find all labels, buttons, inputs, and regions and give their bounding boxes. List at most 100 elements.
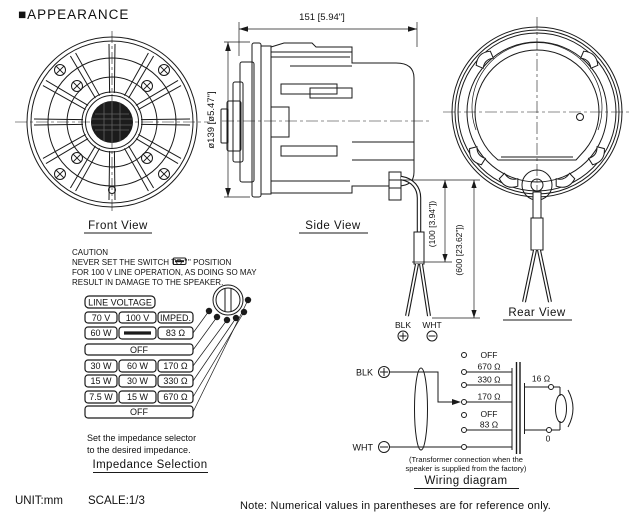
impedance-note-line2: to the desired impedance. [87,445,191,455]
caution-line1b: " POSITION [188,258,232,267]
front-bottom-hole [108,186,116,194]
rear-view-label: Rear View [508,307,566,319]
front-screw [54,64,66,76]
rear-lug [497,171,521,191]
cable-blk-label: BLK [395,320,411,330]
wiring-tap-terminals [461,352,467,450]
wiring-note-line1: (Transformer connection when the [409,455,523,464]
plus-polarity-icon [397,330,409,342]
cell-60w-2: 60 W [127,361,149,371]
tap-670: 670 Ω [478,362,501,372]
plus-terminal-icon [378,366,390,378]
wiring-wht-label: WHT [353,443,374,453]
front-view-drawing: Front View [15,31,210,234]
rear-cable-wire [532,191,542,219]
rear-small-hole [576,113,584,121]
caution-line1a: NEVER SET THE SWITCH TO " [72,258,187,267]
cable-dim-600: (600 [23.62"]) [454,224,464,275]
cell-70v: 70 V [92,313,111,323]
side-view-label: Side View [305,220,361,232]
tap-off-top: OFF [481,350,498,360]
wiring-input-lines [389,371,461,448]
front-screw [71,152,83,164]
tap-170: 170 Ω [478,392,501,402]
rear-cover-outline [474,49,600,161]
side-view-drawing: 151 [5.94"] ø139 [ø5.47"] Side View [206,12,430,234]
tap-off-bottom: OFF [481,409,498,419]
front-center-mesh [91,101,133,143]
transformer-symbol [511,362,560,454]
side-hub-back [270,106,290,138]
side-mount-plate [260,45,272,195]
speaker-symbol [555,387,574,430]
impedance-selection-title: Impedance Selection [92,459,207,471]
side-rib [309,87,353,99]
footer-note: Note: Numerical values in parentheses ar… [240,500,551,512]
tap-330: 330 Ω [478,375,501,385]
cell-15w-2: 15 W [127,392,149,402]
cell-off-bottom: OFF [130,407,148,417]
switch-position-icon [172,257,187,265]
cable-wht-label: WHT [422,320,441,330]
front-screw [71,80,83,92]
cell-7-5w: 7.5 W [89,392,113,402]
impedance-note-line1: Set the impedance selector [87,433,196,443]
front-screw [158,168,170,180]
front-view-label: Front View [88,220,148,232]
line-voltage-header: LINE VOLTAGE [88,298,152,308]
side-flange-plate [251,42,262,198]
cell-100v: 100 V [126,313,150,323]
selector-leader-lines [192,299,249,413]
rear-cable-sleeve [530,217,544,251]
rear-lug [553,171,577,191]
wiring-cable-ellipse [414,367,428,451]
front-screw [158,64,170,76]
line-voltage-header-cell [84,295,156,309]
wiring-blk-label: BLK [356,368,373,378]
cell-30w: 30 W [90,361,112,371]
caution-line2: FOR 100 V LINE OPERATION, AS DOING SO MA… [72,268,257,277]
side-cable-drawing: BLK WHT (100 [3.94"]) (600 [23.62"]) [388,171,480,342]
wiring-diagram: BLK WHT OFF 670 Ω 330 Ω 170 Ω [353,350,574,489]
side-hub-face [220,108,229,144]
front-grille-ring-inner [66,76,158,168]
cell-30w-2: 30 W [127,376,149,386]
cell-170ohm: 170 Ω [163,361,188,371]
cell-15w: 15 W [90,376,112,386]
cable-gland [388,171,402,201]
rear-lug [578,47,602,71]
cable-sleeve [413,231,425,265]
cell-60w: 60 W [90,328,112,338]
front-outer-rim [26,36,198,208]
side-horn-step [232,81,244,163]
front-screw [141,80,153,92]
caution-block: CAUTION NEVER SET THE SWITCH TO " " POSI… [72,248,257,287]
wiring-diagram-title: Wiring diagram [425,475,508,487]
caution-heading: CAUTION [72,248,108,257]
rear-view-drawing: Rear View [443,17,631,321]
rear-lug [472,47,496,71]
page-title: ■APPEARANCE [18,7,129,22]
minus-polarity-icon [426,330,438,342]
cable-dim-100: (100 [3.94"]) [427,201,437,248]
cell-670ohm: 670 Ω [163,392,188,402]
side-hub [226,100,242,152]
cell-83ohm: 83 Ω [166,328,186,338]
tap-83: 83 Ω [480,420,498,430]
side-slot [280,145,338,157]
side-diameter-dimension: ø139 [ø5.47"] [206,91,217,148]
front-screw [141,152,153,164]
front-screw [54,168,66,180]
footer-unit: UNIT:mm [15,495,63,507]
wiring-tap-lines [466,371,512,448]
wiring-note-line2: speaker is supplied from the factory) [406,464,527,473]
secondary-0-label: 0 [546,434,551,444]
impedance-selector-knob [212,284,244,316]
impedance-selection-table: LINE VOLTAGE 70 V 100 V IMPED. 60 W 83 Ω… [84,284,252,419]
side-width-dimension: 151 [5.94"] [299,12,345,23]
side-horn-step [239,61,255,183]
side-slot [280,83,338,95]
caution-line3: RESULT IN DAMAGE TO THE SPEAKER. [72,278,223,287]
cell-imped: IMPED. [160,313,191,323]
